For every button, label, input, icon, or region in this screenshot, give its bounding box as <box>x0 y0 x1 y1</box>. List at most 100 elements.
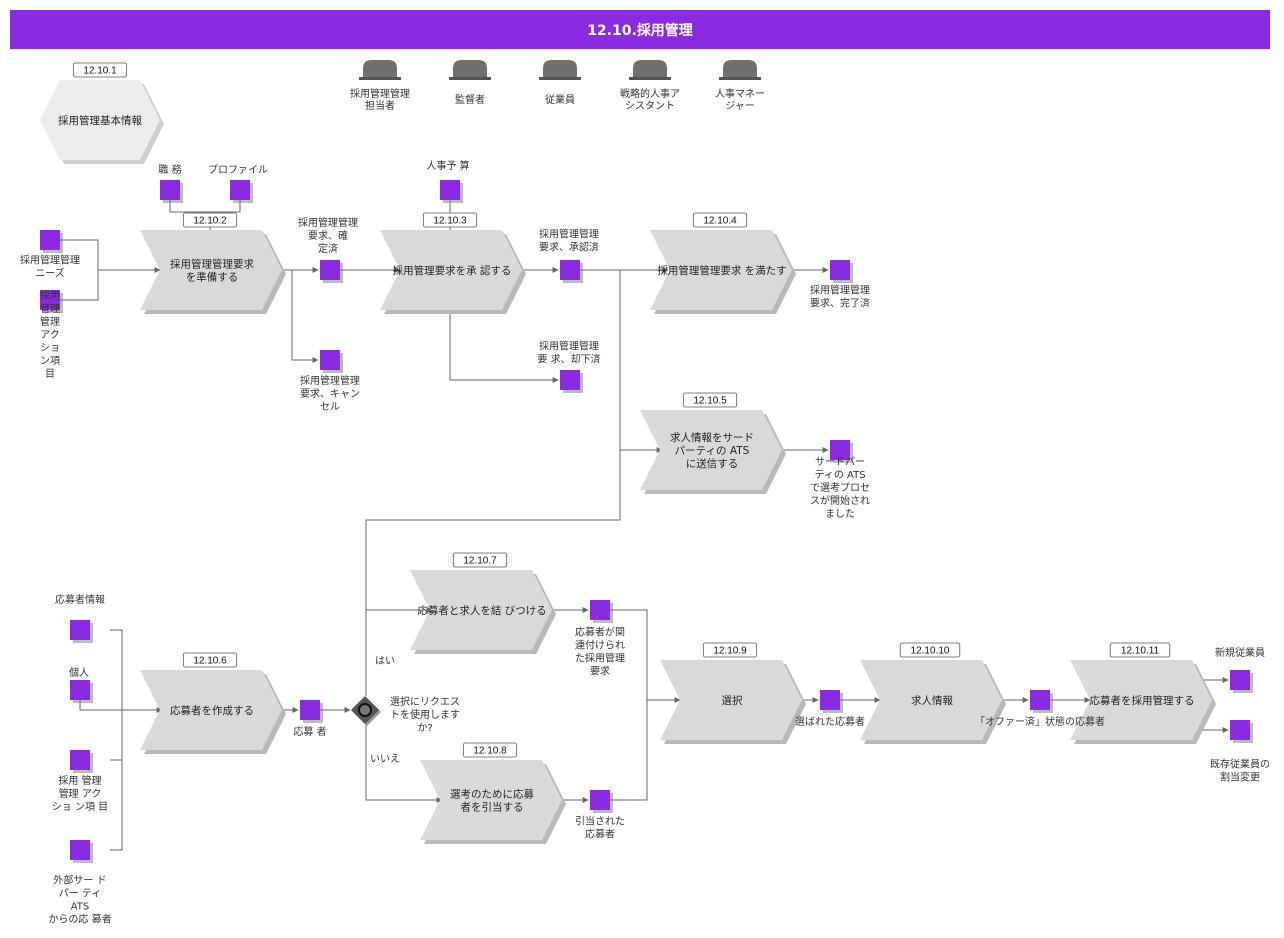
event-label: 採用管理管理要 求、却下済 <box>537 340 600 366</box>
process-id: 12.10.11 <box>1121 646 1160 657</box>
event-square[interactable] <box>70 750 90 770</box>
process-id-box <box>1109 642 1171 658</box>
event-label: 人事予 算 <box>426 159 469 172</box>
process-chevron[interactable] <box>660 660 802 740</box>
gateway-question: 選択にリクエストを使用しますか? <box>390 695 460 734</box>
event-square[interactable] <box>320 350 340 370</box>
event-label: 新規従業員 <box>1215 646 1265 659</box>
gateway-circle-icon <box>358 703 372 717</box>
process-id: 12.10.8 <box>473 746 507 757</box>
connector-line <box>365 607 433 696</box>
event-square[interactable] <box>70 680 90 700</box>
process-id: 12.10.3 <box>433 216 467 227</box>
event-square[interactable] <box>1230 670 1250 690</box>
event-label: 選ばれた応募者 <box>795 715 865 728</box>
process-id-box <box>182 212 238 228</box>
event-square[interactable] <box>300 700 320 720</box>
event-label: 応募者情報 <box>55 593 105 606</box>
event-square[interactable] <box>70 620 90 640</box>
event-label: 採用管理管理要求、完了済 <box>810 284 870 310</box>
role-label: 人事マネージャー <box>715 87 765 112</box>
connector-line <box>365 724 443 803</box>
event-square[interactable] <box>590 790 610 810</box>
process-label: 選考のために応募者を引当する <box>450 788 534 814</box>
process-id-box <box>692 212 748 228</box>
process-id-box <box>702 642 758 658</box>
process-chevron[interactable] <box>140 670 282 750</box>
event-square[interactable] <box>830 440 850 460</box>
person-icon <box>543 60 577 78</box>
process-chevron[interactable] <box>640 410 782 490</box>
event-label: プロファイル <box>208 164 268 176</box>
master-data-id: 12.10.1 <box>83 66 117 77</box>
event-square[interactable] <box>590 600 610 620</box>
event-label: 採用 管理管理 アクショ ン項 目 <box>52 774 108 813</box>
person-icon-base <box>719 77 761 80</box>
master-data-label: 採用管理基本情報 <box>58 114 142 127</box>
event-square[interactable] <box>160 180 180 200</box>
event-square[interactable] <box>560 370 580 390</box>
process-label: 選択 <box>722 694 743 707</box>
role-label: 採用管理管理担当者 <box>350 87 410 112</box>
connector-line <box>79 700 163 713</box>
event-square[interactable] <box>40 230 60 250</box>
person-icon-base <box>359 77 401 80</box>
event-square[interactable] <box>1030 690 1050 710</box>
event-square[interactable] <box>1230 720 1250 740</box>
process-chevron[interactable] <box>860 660 1002 740</box>
page-title: 12.10.採用管理 <box>10 10 1270 49</box>
connector-line <box>610 609 648 801</box>
person-icon <box>723 60 757 78</box>
process-id-box <box>452 552 508 568</box>
process-chevron[interactable] <box>410 570 552 650</box>
event-label: 既存従業員の割当変更 <box>1210 758 1270 784</box>
event-square[interactable] <box>440 180 460 200</box>
event-square[interactable] <box>830 260 850 280</box>
process-id-box <box>682 392 738 408</box>
process-id: 12.10.9 <box>713 646 747 657</box>
process-label: 応募者を作成する <box>170 704 254 717</box>
event-label: 応募 者 <box>293 725 326 738</box>
connector-line <box>60 239 99 301</box>
process-chevron[interactable] <box>140 230 282 310</box>
process-id: 12.10.4 <box>703 216 737 227</box>
process-chevron[interactable] <box>380 230 522 310</box>
event-square[interactable] <box>70 840 90 860</box>
event-label: 採用管理管理要求、承認済 <box>539 228 599 254</box>
process-id: 12.10.10 <box>911 646 950 657</box>
person-icon-base <box>449 77 491 80</box>
event-square[interactable] <box>40 290 60 310</box>
person-icon <box>363 60 397 78</box>
event-label: 採用管理管理要求、確定済 <box>298 216 358 255</box>
process-id: 12.10.6 <box>193 656 227 667</box>
event-square[interactable] <box>560 260 580 280</box>
process-id-box <box>422 212 478 228</box>
process-label: 採用管理要求を承 認する <box>393 264 512 277</box>
role-label: 監督者 <box>455 93 485 106</box>
process-label: 応募者を採用管理する <box>1090 694 1195 707</box>
event-label: 引当された応募者 <box>575 815 625 841</box>
process-label: 応募者と求人を結 びつける <box>417 604 546 617</box>
process-id: 12.10.7 <box>463 556 497 567</box>
connector-line <box>365 270 621 696</box>
process-chevron[interactable] <box>650 230 792 310</box>
master-data-id-box <box>72 62 128 78</box>
connector-line <box>449 310 559 383</box>
event-square[interactable] <box>320 260 340 280</box>
master-data-hexagon[interactable] <box>40 80 160 160</box>
event-label: 採用管理管理ニーズ <box>20 254 80 280</box>
event-label: 採用管理管理要求、キャンセル <box>300 374 360 413</box>
process-label: 採用管理管理要求 を満たす <box>657 264 786 277</box>
event-label: 個人 <box>69 666 89 679</box>
role-label: 戦略的人事アシスタント <box>620 87 680 112</box>
process-label: 採用管理管理要求を準備する <box>170 258 254 284</box>
event-square[interactable] <box>230 180 250 200</box>
event-label: 採用管理管理アクション項目 <box>40 289 60 380</box>
process-chevron[interactable] <box>1070 660 1212 740</box>
person-icon <box>633 60 667 78</box>
process-chevron[interactable] <box>420 760 562 840</box>
event-square[interactable] <box>820 690 840 710</box>
